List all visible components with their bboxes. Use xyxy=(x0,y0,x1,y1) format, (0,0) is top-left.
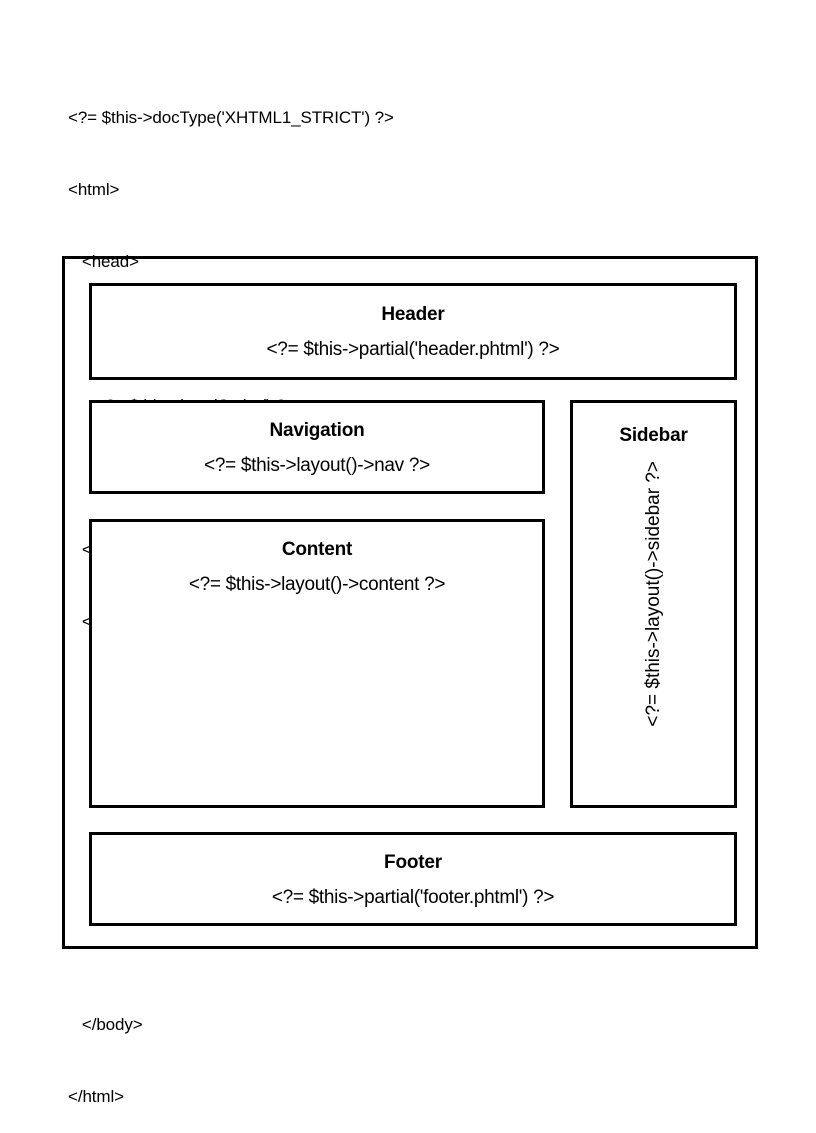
sidebar-region-title: Sidebar xyxy=(619,425,688,446)
header-region-code: <?= $this->partial('header.phtml') ?> xyxy=(266,339,560,360)
source-code-bottom: </body> </html> xyxy=(68,965,143,1133)
sidebar-region-code: <?= $this->layout()->sidebar ?> xyxy=(642,461,664,727)
code-line-body-close: </body> xyxy=(68,1015,143,1034)
code-line-html-open: <html> xyxy=(68,180,120,199)
layout-region-header: Header <?= $this->partial('header.phtml'… xyxy=(89,283,737,380)
footer-region-code: <?= $this->partial('footer.phtml') ?> xyxy=(271,887,555,908)
navigation-region-code: <?= $this->layout()->nav ?> xyxy=(204,455,430,476)
layout-diagram-body-box: Header <?= $this->partial('header.phtml'… xyxy=(62,256,758,949)
page-root: { "source_top": { "lines": [ "<?= $this-… xyxy=(62,108,758,1106)
layout-region-content: Content <?= $this->layout()->content ?> xyxy=(89,519,545,808)
code-line-doctype: <?= $this->docType('XHTML1_STRICT') ?> xyxy=(68,108,394,127)
header-region-title: Header xyxy=(381,304,445,325)
content-region-code: <?= $this->layout()->content ?> xyxy=(188,574,446,595)
code-line-html-close: </html> xyxy=(68,1087,124,1106)
layout-region-sidebar: Sidebar <?= $this->layout()->sidebar ?> xyxy=(570,400,737,808)
content-region-title: Content xyxy=(281,539,353,560)
sidebar-region-code-wrapper: <?= $this->layout()->sidebar ?> xyxy=(573,461,734,791)
navigation-region-title: Navigation xyxy=(269,420,365,441)
layout-region-navigation: Navigation <?= $this->layout()->nav ?> xyxy=(89,400,545,494)
footer-region-title: Footer xyxy=(384,852,442,873)
layout-region-footer: Footer <?= $this->partial('footer.phtml'… xyxy=(89,832,737,926)
